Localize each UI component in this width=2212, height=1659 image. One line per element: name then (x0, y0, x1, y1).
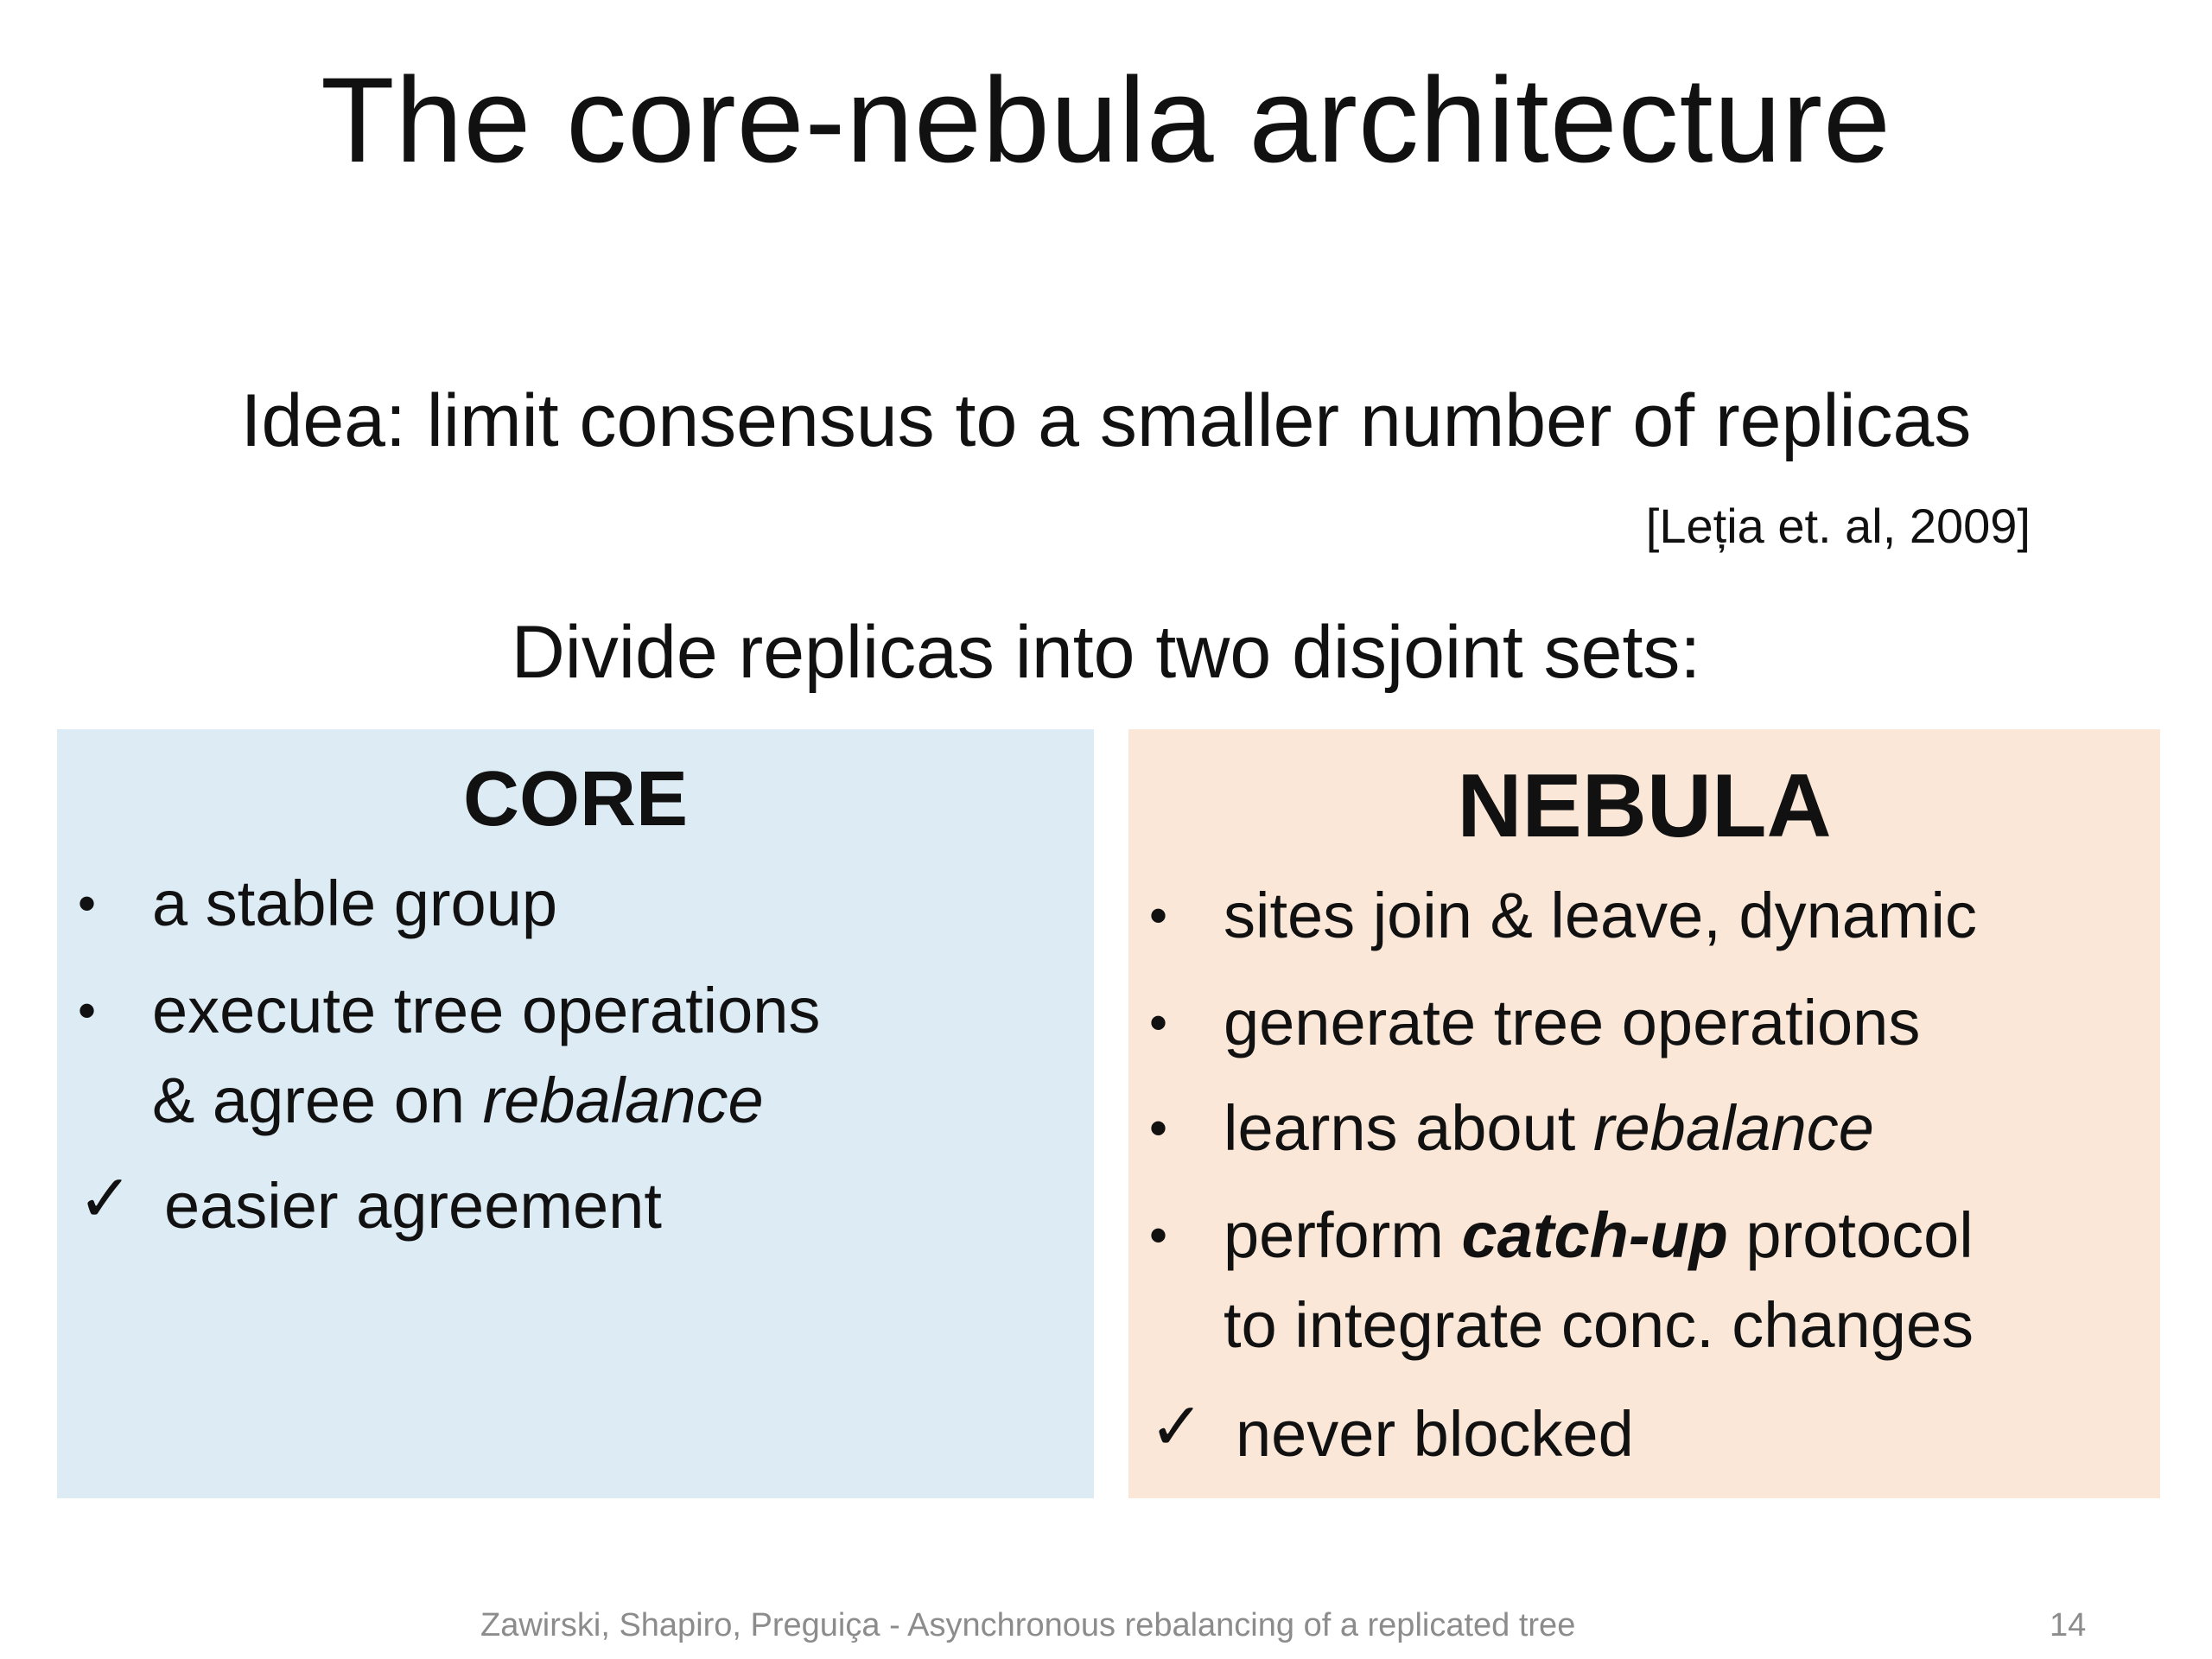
nebula-item-prefix: learns about (1224, 1092, 1593, 1164)
nebula-item-catch-up: • perform catch-up protocol to integrate… (1128, 1191, 2160, 1370)
core-item-execute: • execute tree operations & agree on reb… (57, 966, 1094, 1146)
nebula-item-text: never blocked (1236, 1398, 1634, 1470)
bullet-icon: • (78, 874, 97, 932)
nebula-title: NEBULA (1457, 756, 1832, 856)
nebula-item-text: generate tree operations (1224, 987, 1921, 1058)
bullet-icon: • (1149, 887, 1168, 944)
bullet-icon: • (1149, 1206, 1168, 1264)
core-item-cont-emphasis: rebalance (482, 1065, 764, 1136)
nebula-item-prefix: perform (1224, 1199, 1462, 1271)
nebula-panel: NEBULA • sites join & leave, dynamic • g… (1128, 729, 2160, 1498)
bullet-icon: • (78, 982, 97, 1039)
slide-title: The core-nebula architecture (321, 52, 1891, 188)
core-panel: CORE • a stable group • execute tree ope… (57, 729, 1094, 1498)
core-item-cont-prefix: & agree on (152, 1065, 483, 1136)
footer-text: Zawirski, Shapiro, Preguiça - Asynchrono… (480, 1607, 1576, 1643)
nebula-item-strong-emphasis: catch-up (1461, 1199, 1728, 1271)
core-item-continuation: & agree on rebalance (152, 1056, 764, 1146)
core-title: CORE (462, 756, 689, 842)
idea-text: Idea: limit consensus to a smaller numbe… (240, 379, 1972, 462)
nebula-item-suffix: protocol (1727, 1199, 1974, 1271)
divide-text: Divide replicas into two disjoint sets: (511, 611, 1701, 694)
nebula-item-text: sites join & leave, dynamic (1224, 880, 1977, 951)
nebula-item-continuation: to integrate conc. changes (1224, 1289, 1974, 1361)
citation: [Leția et. al, 2009] (1645, 499, 2031, 553)
nebula-item-text: perform catch-up protocol (1224, 1191, 1974, 1281)
core-item-text: execute tree operations (152, 975, 821, 1046)
check-icon: ✓ (78, 1162, 133, 1236)
bullet-icon: • (1149, 1099, 1168, 1157)
nebula-item-text: learns about rebalance (1224, 1084, 1874, 1173)
check-icon: ✓ (1149, 1390, 1205, 1464)
core-item-text: a stable group (152, 868, 558, 939)
page-number: 14 (2050, 1607, 2087, 1643)
core-item-text: easier agreement (164, 1170, 662, 1242)
nebula-item-emphasis: rebalance (1592, 1092, 1874, 1164)
bullet-icon: • (1149, 994, 1168, 1052)
